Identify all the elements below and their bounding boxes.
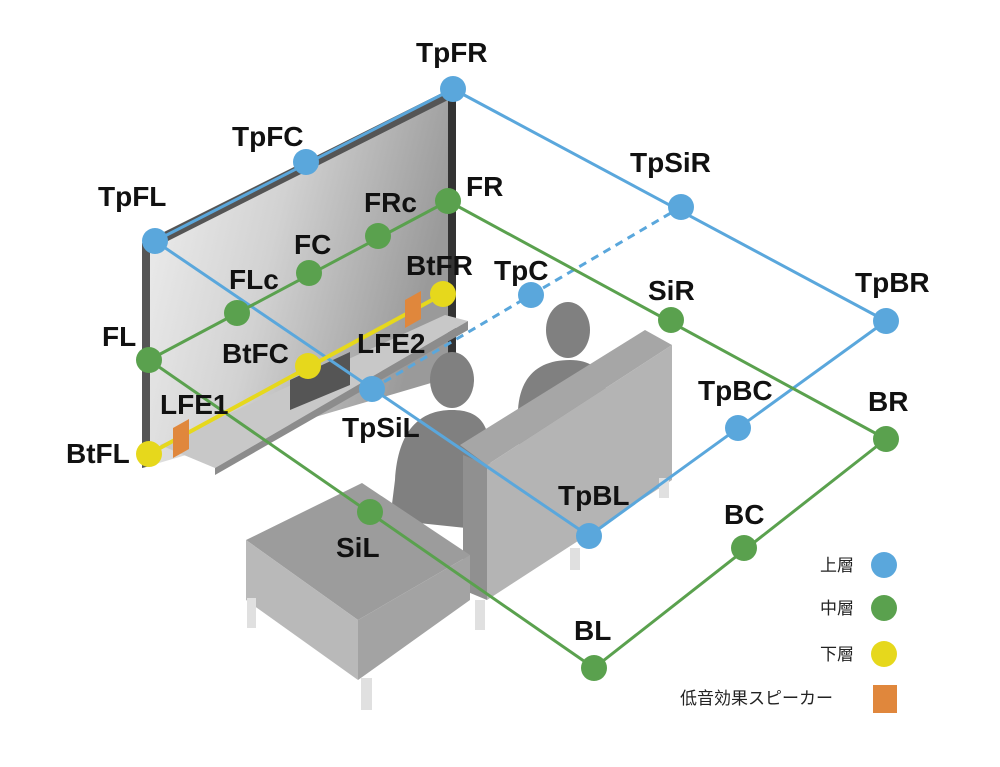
label-TpBL: TpBL xyxy=(558,480,630,511)
speaker-dot-TpFR xyxy=(440,76,466,102)
speaker-dot-BR xyxy=(873,426,899,452)
label-SiL: SiL xyxy=(336,532,380,563)
legend-upper-dot xyxy=(871,552,897,578)
legend-middle-dot xyxy=(871,595,897,621)
speaker-dot-BtFC xyxy=(295,353,321,379)
label-TpFC: TpFC xyxy=(232,121,304,152)
label-FLc: FLc xyxy=(229,264,279,295)
label-BL: BL xyxy=(574,615,611,646)
speaker-dot-TpC xyxy=(518,282,544,308)
legend-lower-label: 下層 xyxy=(820,645,854,665)
label-FC: FC xyxy=(294,229,331,260)
speaker-dot-FRc xyxy=(365,223,391,249)
label-TpSiR: TpSiR xyxy=(630,147,711,178)
label-BtFC: BtFC xyxy=(222,338,289,369)
speaker-dot-TpBC xyxy=(725,415,751,441)
speaker-dot-BtFL xyxy=(136,441,162,467)
speaker-dot-FL xyxy=(136,347,162,373)
line-BtFL-BtFR xyxy=(148,292,444,456)
legend-middle-label: 中層 xyxy=(820,599,854,619)
speaker-dot-BtFR xyxy=(430,281,456,307)
speaker-dot-FR xyxy=(435,188,461,214)
speaker-dots xyxy=(136,76,899,681)
label-SiR: SiR xyxy=(648,275,695,306)
speaker-dot-TpFC xyxy=(293,149,319,175)
speaker-dot-TpSiL xyxy=(359,376,385,402)
speaker-dot-TpBL xyxy=(576,523,602,549)
legend: 上層 中層 下層 低音効果スピーカー xyxy=(680,552,897,713)
speaker-dot-TpFL xyxy=(142,228,168,254)
tv-illustration xyxy=(142,90,468,475)
label-FL: FL xyxy=(102,321,136,352)
line-TpC-TpSiR xyxy=(530,205,682,297)
label-FRc: FRc xyxy=(364,187,417,218)
label-TpC: TpC xyxy=(494,255,548,286)
lfe1-speaker xyxy=(173,419,189,458)
label-LFE1: LFE1 xyxy=(160,389,228,420)
label-LFE2: LFE2 xyxy=(357,328,425,359)
label-BtFR: BtFR xyxy=(406,250,473,281)
legend-lower-dot xyxy=(871,641,897,667)
legend-upper-label: 上層 xyxy=(820,556,854,576)
sofa-illustration xyxy=(246,330,672,710)
label-FR: FR xyxy=(466,171,503,202)
speaker-labels: TpFR TpFC TpFL TpSiR TpC TpBR TpBC TpSiL… xyxy=(66,37,930,646)
speaker-dot-TpSiR xyxy=(668,194,694,220)
speaker-dot-BL xyxy=(581,655,607,681)
legend-lfe-label: 低音効果スピーカー xyxy=(680,689,833,709)
label-TpBR: TpBR xyxy=(855,267,930,298)
speaker-dot-FLc xyxy=(224,300,250,326)
label-BtFL: BtFL xyxy=(66,438,130,469)
speaker-dot-SiR xyxy=(658,307,684,333)
speaker-dot-BC xyxy=(731,535,757,561)
label-BC: BC xyxy=(724,499,764,530)
label-TpBC: TpBC xyxy=(698,375,773,406)
lfe2-speaker xyxy=(405,291,421,328)
speaker-dot-TpBR xyxy=(873,308,899,334)
speaker-dot-FC xyxy=(296,260,322,286)
label-TpSiL: TpSiL xyxy=(342,412,420,443)
label-BR: BR xyxy=(868,386,908,417)
line-TpSiL-TpC xyxy=(371,293,532,391)
label-TpFR: TpFR xyxy=(416,37,488,68)
label-TpFL: TpFL xyxy=(98,181,166,212)
speaker-dot-SiL xyxy=(357,499,383,525)
legend-lfe-swatch xyxy=(873,685,897,713)
lfe-speakers xyxy=(173,291,421,458)
